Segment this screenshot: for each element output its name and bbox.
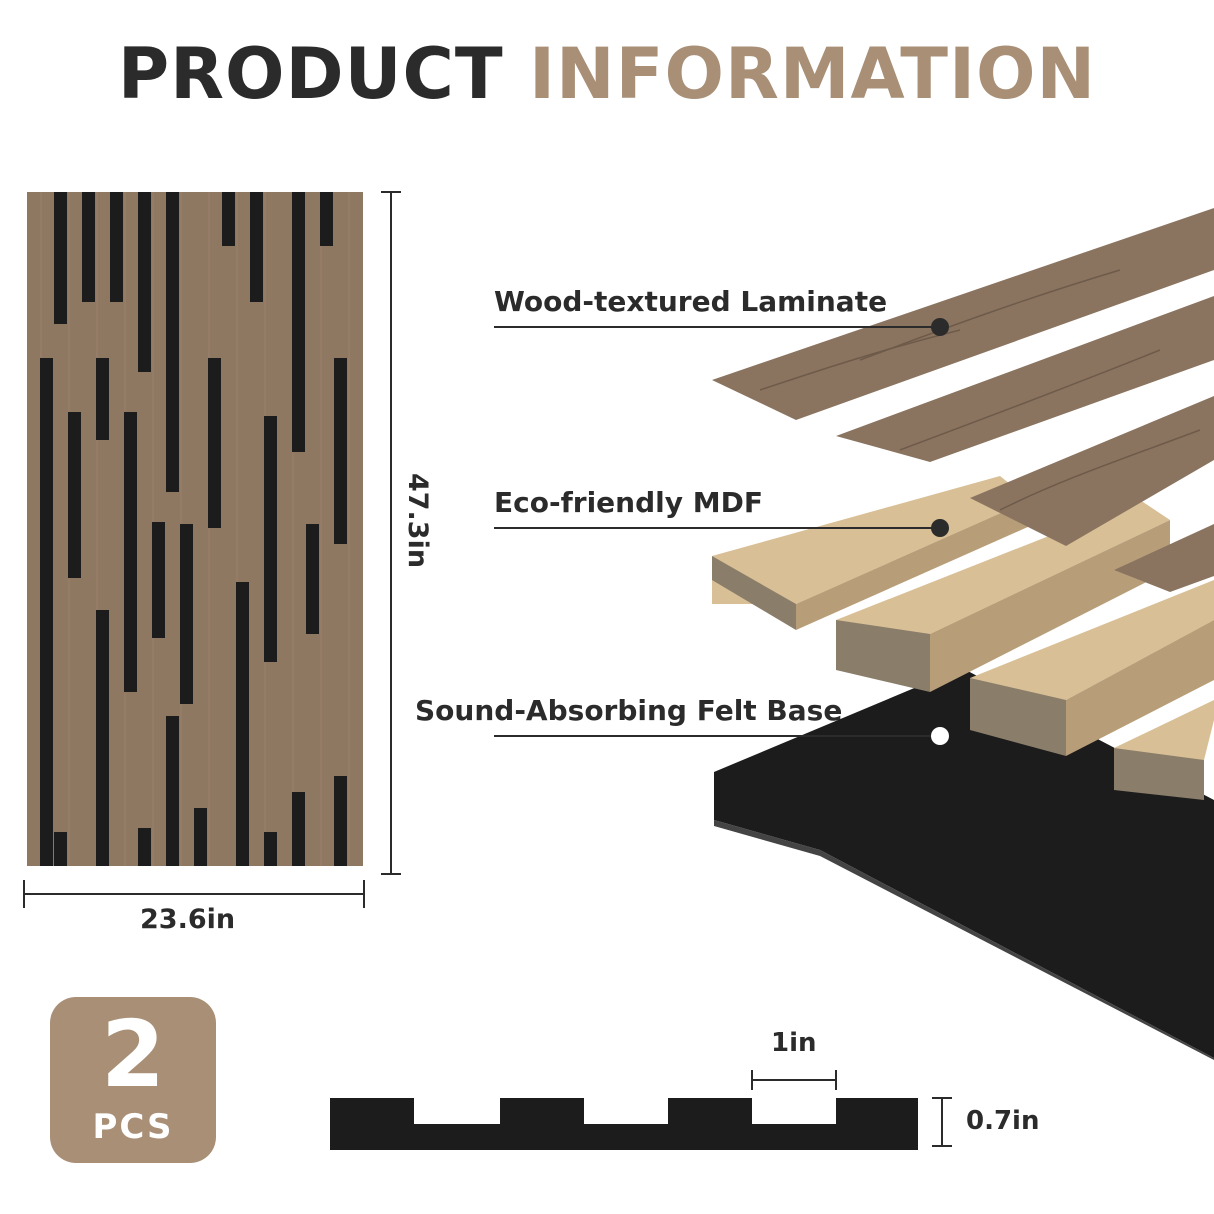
panel-width-label: 23.6in	[140, 904, 236, 935]
laminate-strips	[712, 208, 1214, 592]
thickness-label: 0.7in	[966, 1106, 1040, 1136]
quantity-badge: 2 PCS	[50, 997, 216, 1163]
mdf-dot	[931, 519, 949, 537]
page-title: PRODUCT INFORMATION	[0, 32, 1214, 116]
felt-base-shape	[714, 668, 1214, 1058]
cross-section-profile	[330, 1070, 952, 1150]
quantity-number: 2	[100, 1001, 165, 1108]
laminate-dot	[931, 318, 949, 336]
felt-dot	[931, 727, 949, 745]
quantity-unit: PCS	[92, 1107, 174, 1147]
label-felt: Sound-Absorbing Felt Base	[415, 694, 843, 727]
panel-front-view	[27, 192, 363, 866]
mdf-slats	[712, 476, 1214, 800]
label-laminate: Wood-textured Laminate	[494, 285, 888, 318]
panel-slats-graphic	[27, 192, 363, 866]
label-mdf: Eco-friendly MDF	[494, 486, 763, 519]
title-part-information: INFORMATION	[529, 33, 1097, 115]
title-part-product: PRODUCT	[117, 33, 504, 115]
slat-width-label: 1in	[771, 1028, 817, 1058]
layer-exploded-illustration	[712, 208, 1214, 1060]
